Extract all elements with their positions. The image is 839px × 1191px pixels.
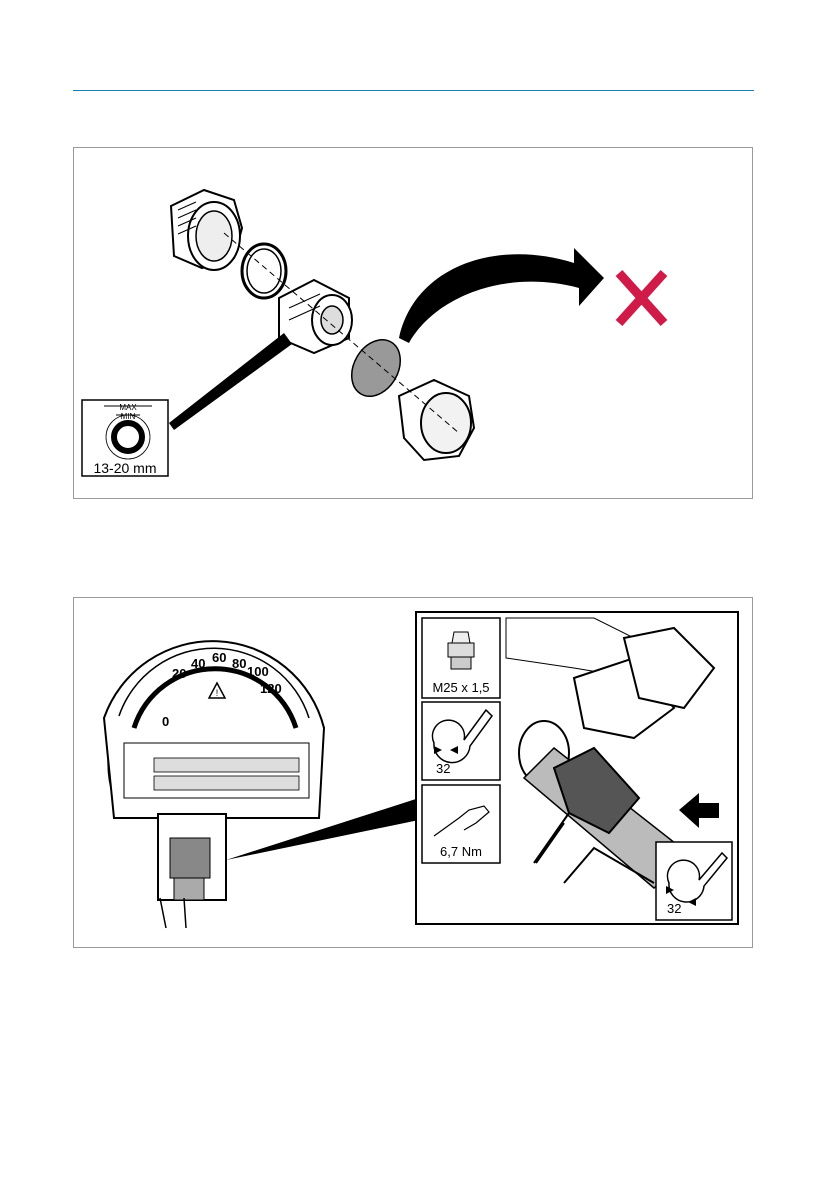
gland-detail-inset [158,814,226,900]
instrument-terminal-view-icon: ! [104,641,324,818]
gauge-scale-label-20: 20 [172,666,186,681]
wrench-icon [422,702,500,780]
red-x-icon [619,273,664,323]
cable-gland-assembly-figure: MAX MIN 13-20 mm [73,147,753,499]
gauge-max-label: MAX [119,403,137,412]
blanking-disc-icon [342,331,410,405]
callout-pointer [169,333,292,430]
gauge-scale-label-120: 120 [260,681,282,696]
wrench-size-label: 32 [436,761,450,776]
cable-diameter-label: 13-20 mm [93,460,156,476]
o-ring-icon [242,244,286,298]
discard-arrow-icon [399,248,604,343]
thread-size-label: M25 x 1,5 [432,680,489,695]
gland-body-icon [171,190,242,270]
figure-1-illustration: MAX MIN 13-20 mm [74,148,754,500]
gauge-scale-label-60: 60 [212,650,226,665]
wrench-size-label-2: 32 [667,901,681,916]
torque-label: 6,7 Nm [440,844,482,859]
header-rule [73,90,754,91]
cable-gland-tightening-figure: ! 0 20 40 60 80 100 120 M25 x 1,5 [73,597,753,948]
gauge-scale-label-0: 0 [162,714,169,729]
gauge-scale-label-40: 40 [191,656,205,671]
gauge-scale-label-100: 100 [247,664,269,679]
gauge-scale-label-80: 80 [232,656,246,671]
gauge-min-label: MIN [121,412,136,421]
svg-text:!: ! [216,688,219,698]
figure-2-illustration: ! 0 20 40 60 80 100 120 M25 x 1,5 [74,598,754,949]
